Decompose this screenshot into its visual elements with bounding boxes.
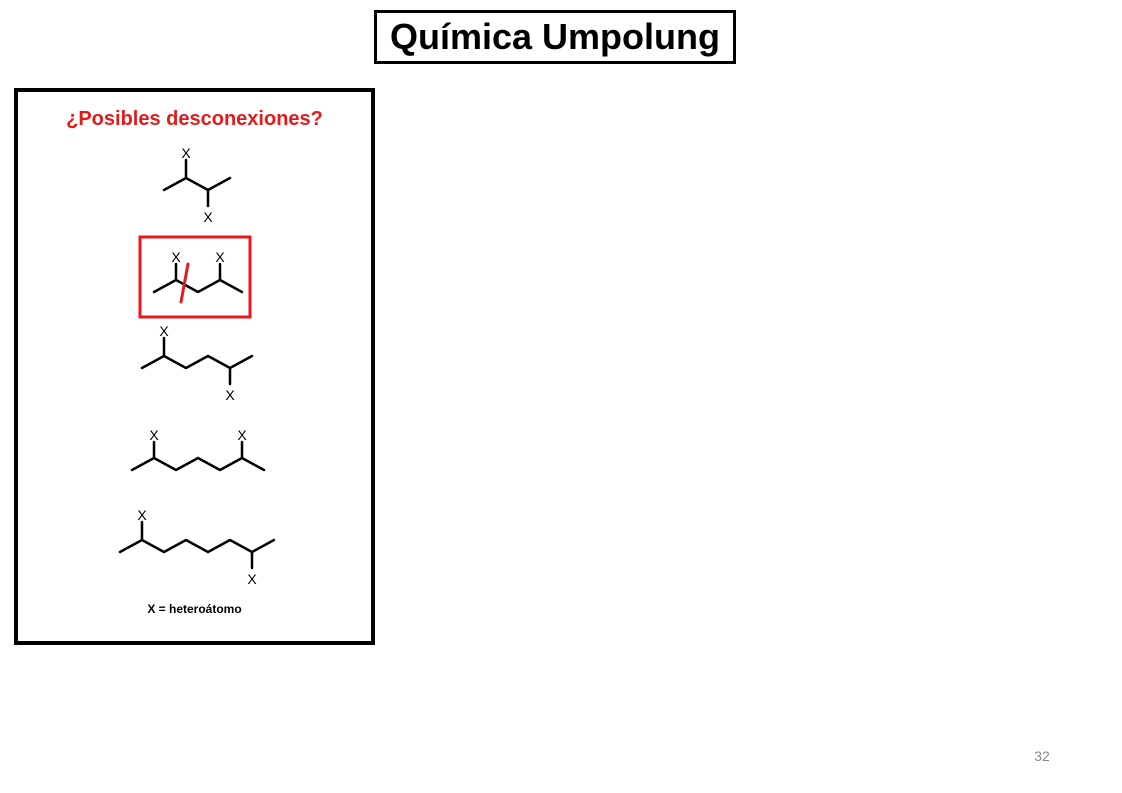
disconnection-mark <box>179 262 190 304</box>
molecule-5-atom-x-bottom: X <box>247 571 257 587</box>
molecule-2-chain <box>152 278 244 294</box>
legend-text: X = heteroátomo <box>147 602 242 616</box>
molecule-2-atom-x-right: X <box>215 249 225 265</box>
molecule-1-atom-x-top: X <box>181 145 191 161</box>
molecule-4-chain <box>130 456 266 472</box>
molecule-5-atom-x-top: X <box>137 507 147 523</box>
molecule-1-chain <box>162 176 232 192</box>
molecule-2-atom-x-left: X <box>171 249 181 265</box>
highlight-box <box>138 235 252 319</box>
molecule-1-atom-x-bottom: X <box>203 209 213 225</box>
molecules-diagram: X X X X X X X X X X <box>118 145 276 587</box>
disconnections-panel: ¿Posibles desconexiones? <box>14 88 375 645</box>
molecule-4-atom-x-left: X <box>149 427 159 443</box>
title-box: Química Umpolung <box>374 10 736 64</box>
panel-heading: ¿Posibles desconexiones? <box>66 108 323 130</box>
molecule-5-chain <box>118 538 276 554</box>
page-title: Química Umpolung <box>389 16 720 57</box>
molecule-3-chain <box>140 354 254 370</box>
molecule-3-atom-x-bottom: X <box>225 387 235 403</box>
page-number: 32 <box>1034 748 1050 764</box>
molecule-3-atom-x-top: X <box>159 323 169 339</box>
molecule-4-atom-x-right: X <box>237 427 247 443</box>
